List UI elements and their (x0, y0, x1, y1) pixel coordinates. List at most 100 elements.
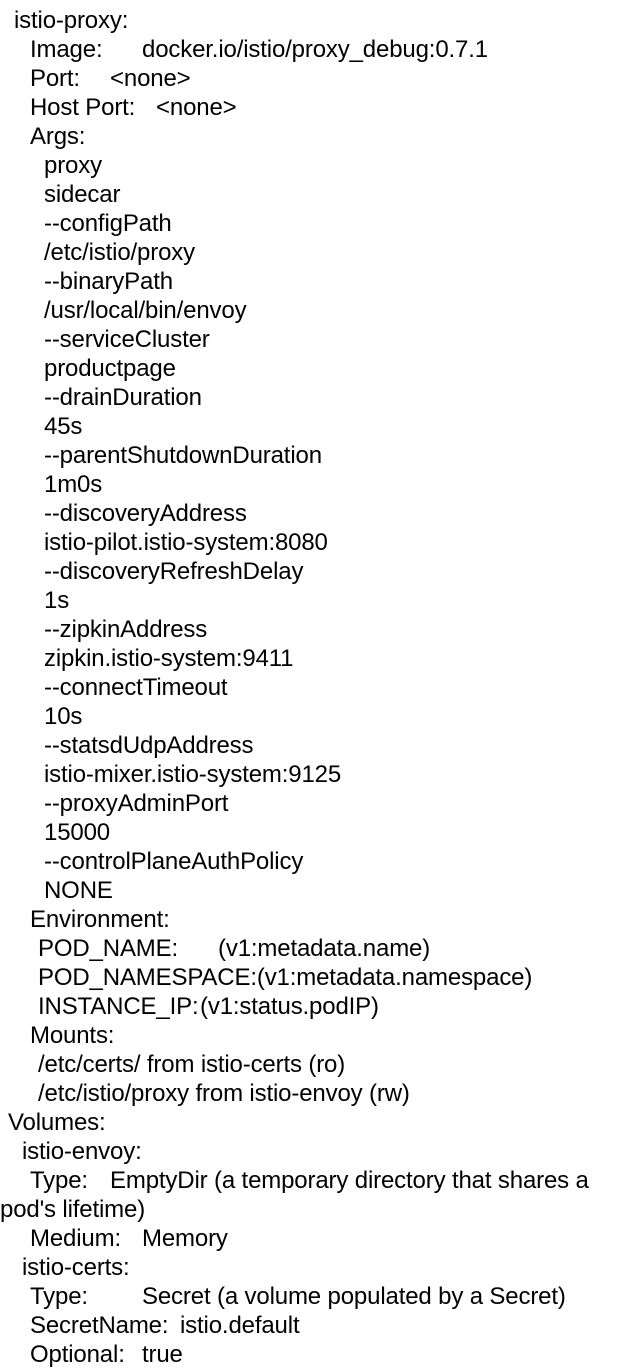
arg-item: --discoveryRefreshDelay (0, 557, 639, 586)
volume-optional-key: Optional: (30, 1341, 125, 1368)
volume-type-wrap-line: pod's lifetime) (0, 1195, 639, 1224)
volume-type-key: Type: (30, 1283, 88, 1310)
args-label-line: Args: (0, 122, 639, 151)
env-var-row: POD_NAME: (v1:metadata.name) (0, 934, 639, 963)
volume-name-line: istio-certs: (0, 1253, 639, 1282)
mounts-label: Mounts: (30, 1022, 115, 1049)
host-port-line: Host Port:<none> (0, 93, 639, 122)
volume-name: istio-certs: (22, 1254, 130, 1281)
env-var-value: (v1:metadata.namespace) (256, 964, 533, 991)
arg-item: --discoveryAddress (0, 499, 639, 528)
arg-item: --serviceCluster (0, 325, 639, 354)
volume-type-value: Secret (a volume populated by a Secret) (142, 1283, 566, 1310)
arg-text: --configPath (44, 210, 172, 237)
arg-item: productpage (0, 354, 639, 383)
image-key: Image: (30, 36, 103, 63)
mounts-label-line: Mounts: (0, 1021, 639, 1050)
arg-text: /usr/local/bin/envoy (44, 297, 247, 324)
container-name-line: istio-proxy: (0, 6, 639, 35)
mount-item: /etc/istio/proxy from istio-envoy (rw) (0, 1079, 639, 1108)
arg-text: 10s (44, 703, 83, 730)
arg-text: --proxyAdminPort (44, 790, 229, 817)
env-var-value: (v1:metadata.name) (218, 935, 431, 962)
arg-text: 1s (44, 587, 70, 614)
volume-secretname-line: SecretName: istio.default (0, 1311, 639, 1340)
arg-text: --drainDuration (44, 384, 202, 411)
container-name: istio-proxy: (14, 7, 129, 34)
volume-type-line: Type: EmptyDir (a temporary directory tha… (0, 1166, 639, 1195)
volumes-label-line: Volumes: (0, 1108, 639, 1137)
volume-optional-line: Optional: true (0, 1340, 639, 1369)
arg-text: istio-pilot.istio-system:8080 (44, 529, 328, 556)
arg-text: --zipkinAddress (44, 616, 208, 643)
arg-item: istio-mixer.istio-system:9125 (0, 760, 639, 789)
arg-text: 45s (44, 413, 83, 440)
arg-item: --drainDuration (0, 383, 639, 412)
arg-item: 10s (0, 702, 639, 731)
env-var-row: POD_NAMESPACE:(v1:metadata.namespace) (0, 963, 639, 992)
arg-text: --binaryPath (44, 268, 173, 295)
env-var-value: (v1:status.podIP) (200, 993, 379, 1020)
arg-text: --serviceCluster (44, 326, 210, 353)
volume-secretname-value: istio.default (180, 1312, 300, 1339)
volume-name-line: istio-envoy: (0, 1137, 639, 1166)
host-port-value: <none> (156, 94, 237, 121)
arg-text: istio-mixer.istio-system:9125 (44, 761, 342, 788)
arg-text: --controlPlaneAuthPolicy (44, 848, 304, 875)
arg-item: 45s (0, 412, 639, 441)
image-value: docker.io/istio/proxy_debug:0.7.1 (142, 36, 488, 63)
arg-item: /usr/local/bin/envoy (0, 296, 639, 325)
arg-item: --parentShutdownDuration (0, 441, 639, 470)
environment-label: Environment: (30, 906, 170, 933)
arg-text: NONE (44, 877, 113, 904)
env-var-key: POD_NAMESPACE: (38, 964, 257, 991)
arg-item: istio-pilot.istio-system:8080 (0, 528, 639, 557)
arg-text: /etc/istio/proxy (44, 239, 195, 266)
arg-item: 15000 (0, 818, 639, 847)
arg-text: 1m0s (44, 471, 103, 498)
volume-optional-value: true (142, 1341, 183, 1368)
mount-text: /etc/certs/ from istio-certs (ro) (38, 1051, 346, 1078)
arg-item: sidecar (0, 180, 639, 209)
env-var-key: INSTANCE_IP: (38, 993, 199, 1020)
arg-text: --discoveryAddress (44, 500, 247, 527)
volume-secretname-key: SecretName: (30, 1312, 169, 1339)
volume-type-key: Type: (30, 1167, 88, 1194)
volume-type-line: Type: Secret (a volume populated by a Sec… (0, 1282, 639, 1311)
arg-item: --configPath (0, 209, 639, 238)
arg-item: --controlPlaneAuthPolicy (0, 847, 639, 876)
port-value: <none> (110, 65, 191, 92)
arg-text: --statsdUdpAddress (44, 732, 254, 759)
arg-item: --proxyAdminPort (0, 789, 639, 818)
volume-type-value: EmptyDir (a temporary directory that sha… (110, 1167, 589, 1194)
port-line: Port: <none> (0, 64, 639, 93)
arg-item: --statsdUdpAddress (0, 731, 639, 760)
arg-text: sidecar (44, 181, 121, 208)
environment-label-line: Environment: (0, 905, 639, 934)
arg-item: 1s (0, 586, 639, 615)
arg-text: --connectTimeout (44, 674, 228, 701)
volume-type-value-continued: pod's lifetime) (0, 1196, 146, 1223)
mount-item: /etc/certs/ from istio-certs (ro) (0, 1050, 639, 1079)
arg-item: zipkin.istio-system:9411 (0, 644, 639, 673)
volume-name: istio-envoy: (22, 1138, 142, 1165)
volume-medium-value: Memory (142, 1225, 228, 1252)
args-label: Args: (30, 123, 86, 150)
volumes-label: Volumes: (8, 1109, 106, 1136)
env-var-row: INSTANCE_IP:(v1:status.podIP) (0, 992, 639, 1021)
arg-text: --discoveryRefreshDelay (44, 558, 304, 585)
arg-text: zipkin.istio-system:9411 (44, 645, 294, 672)
env-var-key: POD_NAME: (38, 935, 179, 962)
arg-item: NONE (0, 876, 639, 905)
arg-text: productpage (44, 355, 176, 382)
port-key: Port: (30, 65, 80, 92)
volume-medium-key: Medium: (30, 1225, 121, 1252)
arg-text: --parentShutdownDuration (44, 442, 322, 469)
arg-text: proxy (44, 152, 102, 179)
mount-text: /etc/istio/proxy from istio-envoy (rw) (38, 1080, 410, 1107)
arg-item: proxy (0, 151, 639, 180)
arg-item: 1m0s (0, 470, 639, 499)
arg-item: --connectTimeout (0, 673, 639, 702)
image-line: Image: docker.io/istio/proxy_debug:0.7.1 (0, 35, 639, 64)
